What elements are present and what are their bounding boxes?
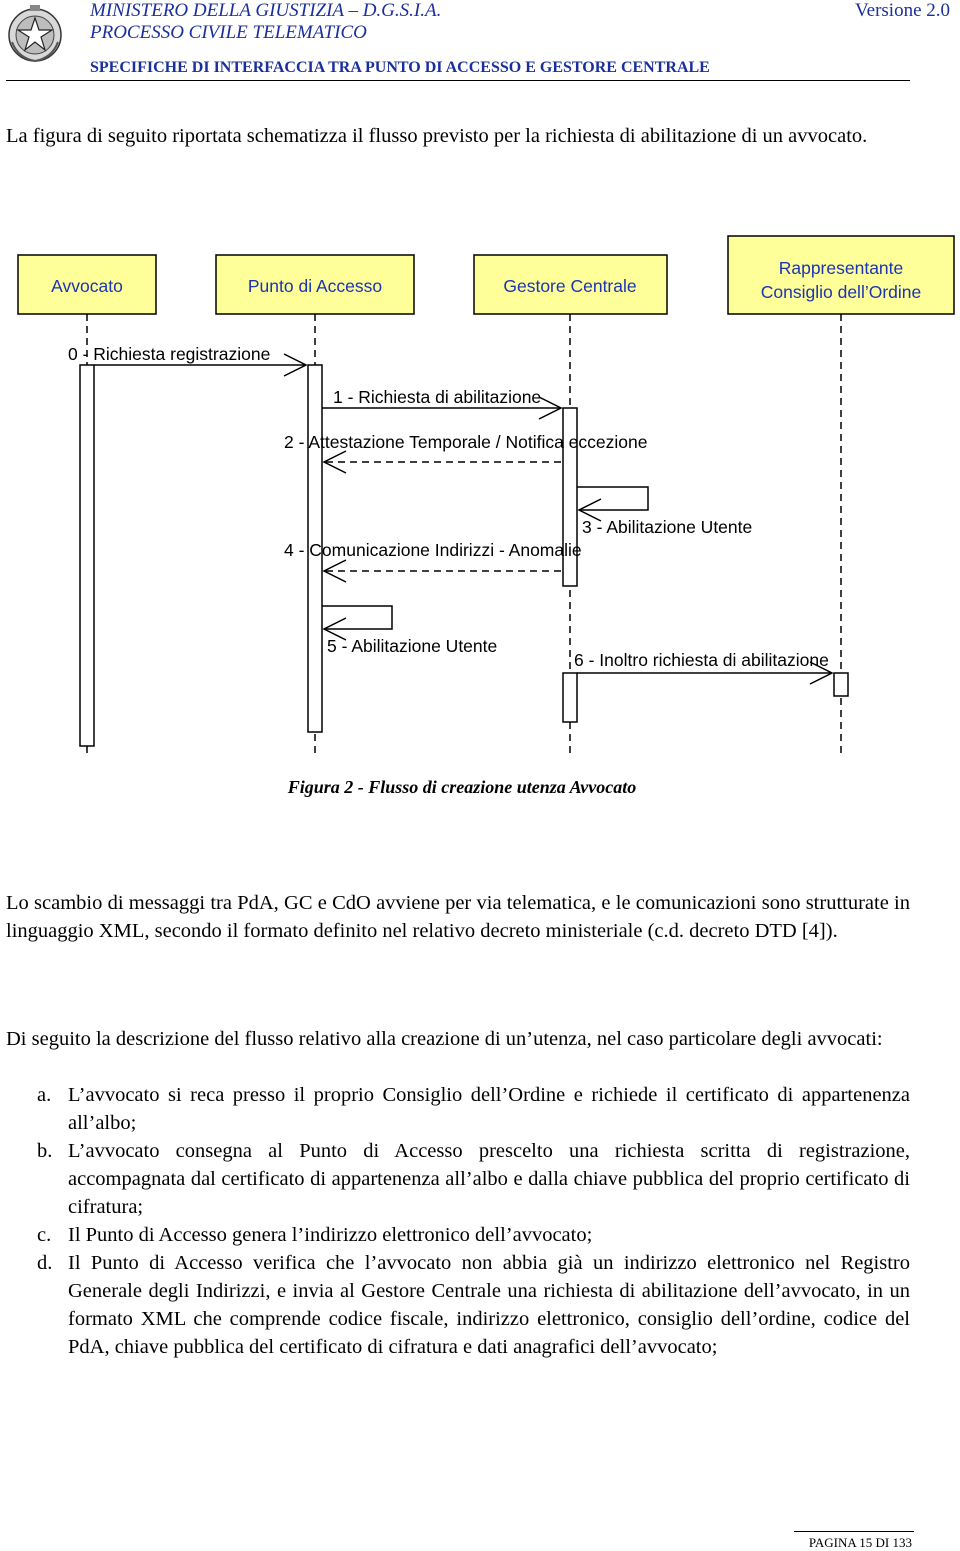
message-0-arrowhead [283, 353, 308, 377]
message-3-arrowhead [577, 498, 602, 522]
list-item-text: Il Punto di Accesso verifica che l’avvoc… [68, 1252, 910, 1358]
footer-rule [794, 1531, 914, 1532]
message-5-arrowhead [322, 617, 347, 641]
list-item-text: L’avvocato si reca presso il proprio Con… [68, 1084, 910, 1134]
flow-steps-list: a. L’avvocato si reca presso il proprio … [6, 1081, 910, 1361]
message-2-arrowhead [322, 450, 347, 474]
actor-box-avvocato [17, 254, 157, 315]
list-item: c. Il Punto di Accesso genera l’indirizz… [6, 1221, 910, 1249]
list-item-label: c. [37, 1224, 52, 1246]
italian-republic-emblem-icon [8, 5, 62, 63]
actor-label-avvocato: Avvocato [51, 276, 123, 296]
actor-label-gc: Gestore Centrale [503, 276, 636, 296]
header-ministry-text: MINISTERO DELLA GIUSTIZIA – D.G.S.I.A. [90, 0, 442, 21]
message-6-arrowhead [809, 661, 834, 685]
list-item: a. L’avvocato si reca presso il proprio … [6, 1081, 910, 1137]
body-paragraph-1: Lo scambio di messaggi tra PdA, GC e CdO… [6, 892, 910, 942]
list-item: b. L’avvocato consegna al Punto di Acces… [6, 1137, 910, 1221]
list-item-label: a. [37, 1084, 52, 1106]
message-4-arrowhead [322, 559, 347, 583]
actor-label-rco-line1: Rappresentante [779, 258, 904, 278]
page-number: PAGINA 15 DI 133 [808, 1535, 912, 1550]
actor-box-pda [215, 254, 415, 315]
message-2-label: 2 - Attestazione Temporale / Notifica ec… [284, 432, 647, 452]
list-item: d. Il Punto di Accesso verifica che l’av… [6, 1249, 910, 1361]
list-item-text: L’avvocato consegna al Punto di Accesso … [68, 1140, 910, 1218]
intro-paragraph: La figura di seguito riportata schematiz… [6, 125, 868, 147]
header-spec-title: SPECIFICHE DI INTERFACCIA TRA PUNTO DI A… [90, 59, 710, 76]
actor-label-rco-line2: Consiglio dell’Ordine [761, 282, 922, 302]
message-3-selfcall [577, 486, 649, 511]
message-1-label: 1 - Richiesta di abilitazione [333, 387, 541, 407]
list-item-label: b. [37, 1140, 53, 1162]
activation-avvocato [79, 364, 95, 747]
header-project: PROCESSO CIVILE TELEMATICO [90, 22, 367, 43]
activation-gc-1 [562, 407, 578, 587]
header-version: Versione 2.0 [855, 0, 950, 21]
sequence-diagram: Avvocato Punto di Accesso Gestore Centra… [17, 235, 955, 758]
list-item-label: d. [37, 1252, 53, 1274]
header-ministry: MINISTERO DELLA GIUSTIZIA – D.G.S.I.A. [90, 0, 441, 22]
message-5-label: 5 - Abilitazione Utente [327, 636, 497, 656]
message-0-label: 0 - Richiesta registrazione [68, 344, 270, 364]
activation-rco [833, 672, 849, 697]
message-6-label: 6 - Inoltro richiesta di abilitazione [574, 650, 829, 670]
header-divider [6, 80, 910, 81]
message-1-arrowhead [538, 396, 563, 420]
activation-pda [307, 364, 323, 733]
message-5-selfcall [322, 605, 393, 630]
body-paragraph-2: Di seguito la descrizione del flusso rel… [6, 1028, 883, 1050]
message-3-label: 3 - Abilitazione Utente [582, 517, 752, 537]
activation-gc-2 [562, 672, 578, 723]
list-item-text: Il Punto di Accesso genera l’indirizzo e… [68, 1224, 593, 1246]
message-4-label: 4 - Comunicazione Indirizzi - Anomalie [284, 540, 582, 560]
figure-caption: Figura 2 - Flusso di creazione utenza Av… [287, 777, 637, 797]
actor-label-pda: Punto di Accesso [248, 276, 382, 296]
